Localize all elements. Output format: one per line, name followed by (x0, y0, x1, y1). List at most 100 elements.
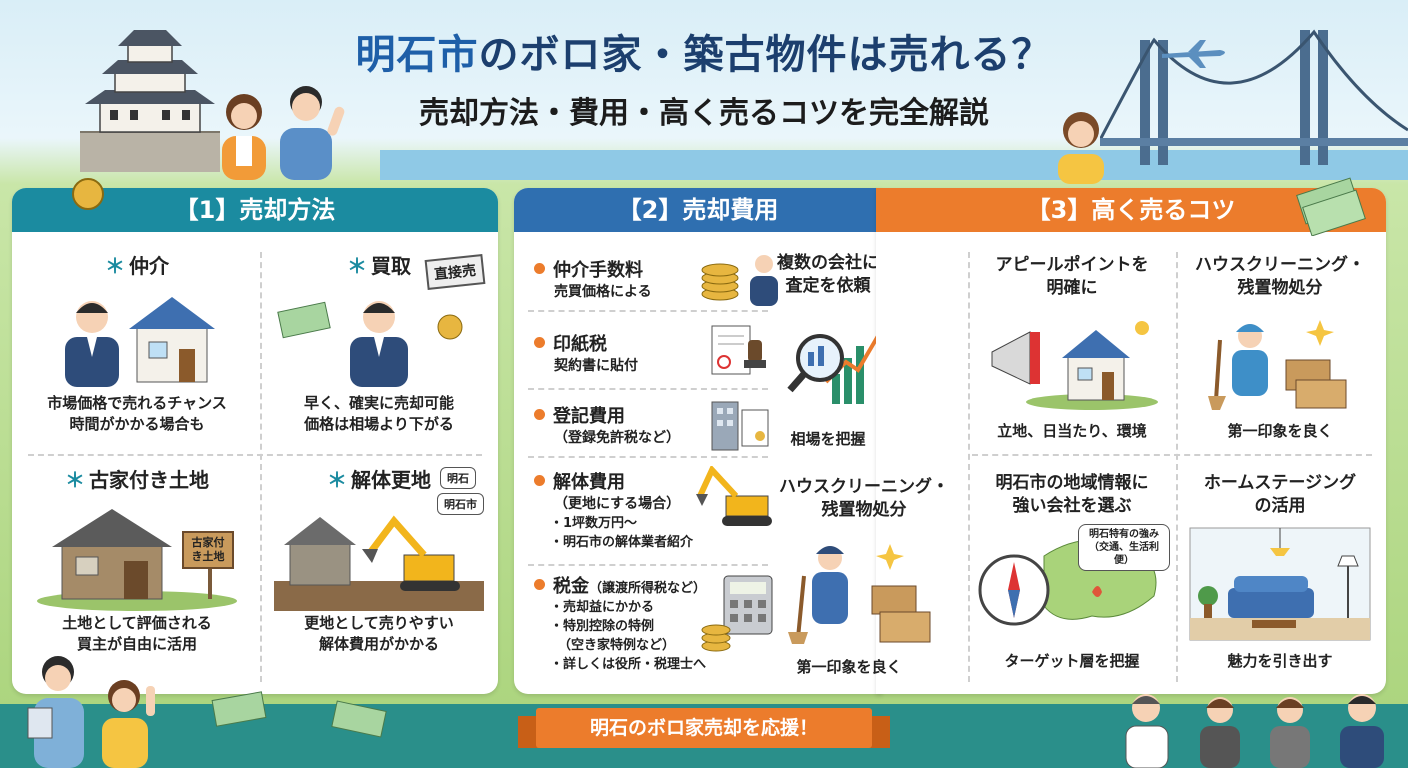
bullet-dot-icon (534, 409, 545, 420)
cleaner-boxes-illustration (780, 536, 950, 646)
calculator-coins-icon (700, 574, 776, 654)
banknote-icon (210, 690, 270, 730)
asterisk-icon: ＊ (327, 468, 347, 492)
panel-tips-heading-label: 【3】高く売るコツ (1026, 196, 1236, 224)
fee-tax-title: 税金（譲渡所得税など） (534, 572, 706, 598)
strength-bubble-line-2: （交通、生活利便） (1089, 542, 1159, 566)
excavator-icon (696, 466, 776, 528)
tip-appeal-caption: 立地、日当たり、環境 (997, 422, 1147, 440)
fee-demolition-title: 解体費用 (534, 468, 693, 494)
tip-staging-title-2: の活用 (1254, 496, 1306, 516)
tip-staging-caption: 魅力を引き出す (1227, 652, 1333, 670)
fee-tax-bullet: （空き家特例など） (558, 638, 676, 653)
castle-illustration (70, 22, 230, 172)
fee-registration-title: 登記費用 (534, 402, 680, 428)
method-land-title: ＊古家付き土地 (24, 464, 250, 493)
panel-sale-methods: 【1】売却方法 ＊仲介 市場価格で売れるチャンス 時間がかかる場合も ＊買取 直… (12, 188, 498, 694)
panel-sale-costs-heading: 【2】売却費用 (514, 188, 882, 232)
tip-cleaning: ハウスクリーニング・ 残置物処分 第一印象を良く (1180, 254, 1380, 441)
asterisk-icon: ＊ (347, 254, 367, 278)
tip-local-caption: ターゲット層を把握 (1004, 652, 1140, 670)
tip-appraisal-caption: 相場を把握 (790, 430, 866, 448)
fee-registration-label: 登記費用 (553, 406, 625, 427)
man-tablet-illustration (24, 652, 94, 768)
contract-stamp-icon (708, 322, 768, 378)
divider-horizontal (972, 454, 1372, 456)
fee-tax: 税金（譲渡所得税など） ・売却益にかかる ・特別控除の特例 （空き家特例など） … (534, 572, 706, 674)
man-illustration (270, 78, 360, 180)
tip-cleaning-left: ハウスクリーニング・ 残置物処分 (764, 476, 964, 522)
fee-demolition: 解体費用 （更地にする場合） ・1坪数万円〜 ・明石市の解体業者紹介 (534, 468, 693, 552)
tip-cleaning-left-title-2: 残置物処分 (821, 500, 907, 520)
fee-stamp-tax-sub: 契約書に貼付 (554, 358, 638, 374)
fee-brokerage-title: 仲介手数料 (534, 256, 652, 282)
fee-stamp-tax-title: 印紙税 (534, 330, 638, 356)
tip-cleaning-left-title-1: ハウスクリーニング・ (779, 477, 949, 497)
sea-strip (380, 150, 1408, 180)
fee-brokerage-sub: 売買価格による (554, 284, 652, 300)
tip-appraisal-title-1: 複数の会社に (777, 253, 879, 273)
tip-multiple-appraisal: 複数の会社に 査定を依頼 (774, 252, 882, 298)
fee-registration-sub: （登録免許税など） (554, 430, 680, 446)
megaphone-house-illustration (991, 321, 1158, 410)
direct-sale-sign: 直接売 (424, 254, 486, 290)
bridge-illustration (1100, 20, 1408, 170)
panel-sale-costs: 【2】売却費用 仲介手数料 売買価格による 印紙税 契約書に貼付 (514, 188, 882, 694)
banknote-icon (330, 700, 390, 740)
tip-home-staging: ホームステージング の活用 魅力を引き出す (1180, 472, 1380, 671)
tip-appeal-title-2: 明確に (1046, 278, 1098, 298)
header: 明石市のボロ家・築古物件は売れる？ 売却方法・費用・高く売るコツを完全解説 (0, 0, 1408, 184)
fee-tax-label: 税金 (553, 576, 589, 597)
fee-tax-bullet: ・詳しくは役所・税理士へ (550, 657, 707, 672)
method-land-desc-1: 土地として評価される (62, 614, 212, 632)
support-ribbon: 明石のボロ家売却を応援！ (536, 708, 872, 748)
fee-stamp-tax-label: 印紙税 (553, 334, 607, 355)
method-land-desc-2: 買主が自由に活用 (76, 635, 197, 653)
old-house-illustration (37, 509, 237, 611)
method-brokerage-desc-2: 時間がかかる場合も (69, 415, 205, 433)
bullet-dot-icon (534, 263, 545, 274)
divider-horizontal (528, 456, 768, 458)
tip-appraisal-title-2: 査定を依頼 (785, 276, 871, 296)
strength-bubble-line-1: 明石特有の強み (1089, 529, 1159, 540)
method-demolish-desc-2: 解体費用がかかる (318, 635, 439, 653)
fee-brokerage: 仲介手数料 売買価格による (534, 256, 652, 302)
land-sign: 古家付き土地 (182, 531, 234, 569)
fee-demolition-label: 解体費用 (553, 472, 625, 493)
tip-local-company: 明石市の地域情報に 強い会社を選ぶ 明石特有の強み （交通、生活利便） ターゲッ… (972, 472, 1172, 671)
fee-demolition-bullet: ・明石市の解体業者紹介 (550, 535, 694, 550)
method-demolish-label: 解体更地 (351, 468, 431, 492)
cleaner-boxes-illustration (1208, 320, 1347, 410)
asterisk-icon: ＊ (65, 468, 85, 492)
divider-horizontal (528, 310, 768, 312)
panel-sell-high-tips: 【3】高く売るコツ アピールポイントを 明確に 立地、日当たり、環境 ハウスクリ… (876, 188, 1386, 694)
asterisk-icon: ＊ (105, 254, 125, 278)
divider-vertical (1176, 252, 1178, 682)
coin-icon (70, 176, 106, 212)
akashi-bubble-2: 明石市 (437, 493, 484, 515)
woman-phone-illustration (1048, 106, 1114, 184)
buyer-money-illustration (277, 301, 463, 387)
office-document-icon (710, 396, 772, 452)
method-land-with-house: ＊古家付き土地 古家付き土地 土地として評価される 買主が自由に活用 (24, 464, 250, 655)
divider-vertical (968, 252, 970, 682)
divider-horizontal (528, 388, 768, 390)
tip-cleaning-left-caption: 第一印象を良く (796, 658, 902, 676)
woman-cheer-illustration (94, 676, 164, 768)
woman-illustration (212, 86, 276, 180)
fee-brokerage-label: 仲介手数料 (553, 260, 643, 281)
method-demolish: ＊解体更地 明石 明石市 更地として売りやすい 解体費用がかかる (266, 464, 492, 655)
method-brokerage: ＊仲介 市場価格で売れるチャンス 時間がかかる場合も (24, 250, 250, 435)
fee-tax-bullet: ・売却益にかかる (550, 600, 655, 615)
bullet-dot-icon (534, 475, 545, 486)
method-brokerage-desc-1: 市場価格で売れるチャンス (47, 394, 227, 412)
tip-cleaning-caption: 第一印象を良く (1227, 422, 1333, 440)
coins-agent-icon (698, 250, 784, 306)
magnifier-chart-icon (786, 318, 882, 414)
divider-horizontal (28, 454, 482, 456)
fee-demolition-bullet: ・1坪数万円〜 (550, 516, 638, 531)
method-demolish-desc-1: 更地として売りやすい (304, 614, 454, 632)
tip-local-title-1: 明石市の地域情報に (995, 473, 1149, 493)
tip-local-title-2: 強い会社を選ぶ (1012, 496, 1132, 516)
page-title: 明石市のボロ家・築古物件は売れる？ (300, 22, 1108, 80)
